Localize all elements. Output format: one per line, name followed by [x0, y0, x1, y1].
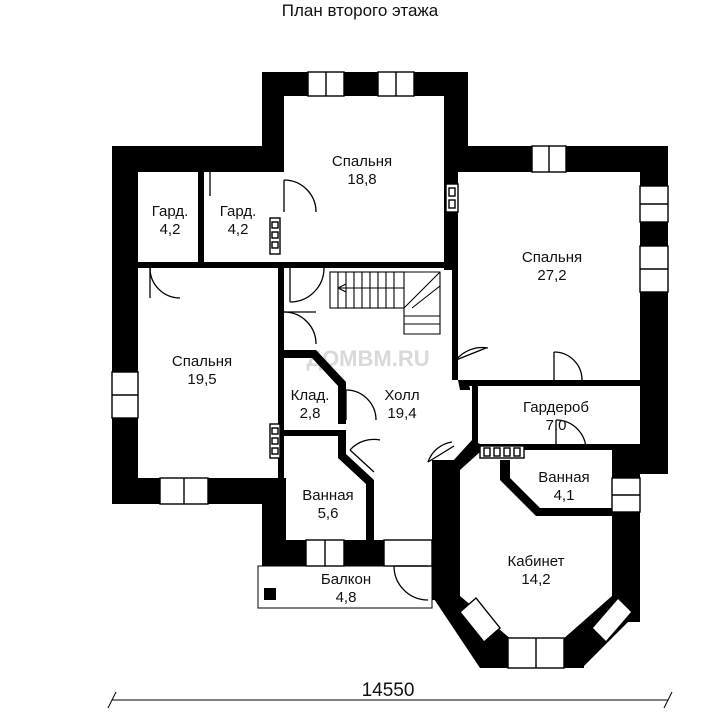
interior-walls [138, 150, 640, 540]
room-name: Спальня [332, 153, 392, 170]
balcony-outline [257, 565, 433, 609]
room-area: 19,4 [387, 405, 416, 422]
room-labels: Спальня18,8Спальня27,2Гард.4,2Гард.4,2Сп… [152, 153, 590, 606]
windows [111, 71, 669, 669]
room-area: 14,2 [521, 571, 550, 588]
room-name: Ванная [302, 487, 353, 504]
dimension-value: 14550 [362, 680, 415, 701]
room-name: Ванная [538, 469, 589, 486]
room-name: Гард. [220, 203, 257, 220]
room-name: Балкон [321, 571, 371, 588]
room-area: 4,8 [336, 589, 357, 606]
room-area: 4,1 [554, 487, 575, 504]
room-name: Кабинет [507, 553, 564, 570]
plan-title: План второго этажа [281, 1, 439, 20]
room-area: 4,2 [228, 221, 249, 238]
room-area: 4,2 [160, 221, 181, 238]
room-name: Гард. [152, 203, 189, 220]
room-area: 7,0 [546, 417, 567, 434]
room-area: 2,8 [300, 405, 321, 422]
ventilation-ducts [269, 183, 525, 459]
doors [149, 172, 587, 601]
room-area: 27,2 [537, 267, 566, 284]
room-name: Спальня [522, 249, 582, 266]
room-area: 5,6 [318, 505, 339, 522]
room-area: 19,5 [187, 371, 216, 388]
room-area: 18,8 [347, 171, 376, 188]
room-name: Клад. [291, 387, 330, 404]
room-name: Гардероб [523, 399, 589, 416]
room-name: Спальня [172, 353, 232, 370]
staircase [329, 271, 441, 335]
dimension-line: 14550 [107, 680, 673, 709]
room-name: Холл [384, 387, 419, 404]
